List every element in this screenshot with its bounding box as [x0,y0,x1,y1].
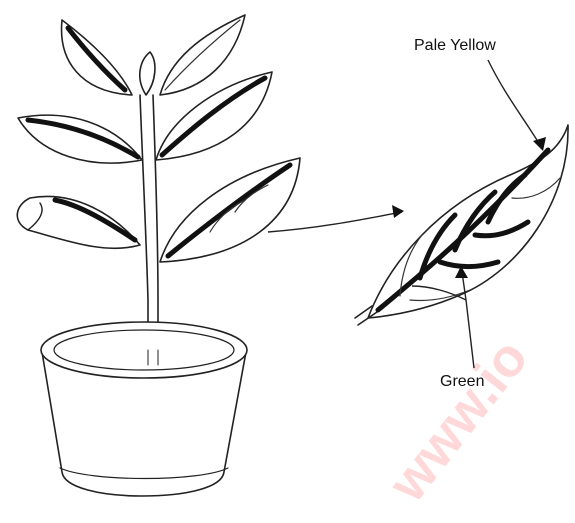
plant [17,15,300,496]
watermark: www.io [377,328,540,513]
leaf-top-left [62,20,132,95]
green-label: Green [440,373,484,390]
leaf-lower-right [160,158,300,262]
enlarged-leaf [355,125,568,325]
connector-line [268,205,404,232]
watermark-text: www.io [377,328,540,513]
leaf-top-right [160,15,245,95]
flower-pot [41,322,247,496]
leaf-top-bud [140,52,155,95]
leaf-lower-left [17,196,140,248]
pale-yellow-label: Pale Yellow [414,37,496,54]
leaf-middle-left [18,115,142,163]
plant-stem [140,95,158,355]
label-pale-yellow: Pale Yellow [414,37,546,151]
